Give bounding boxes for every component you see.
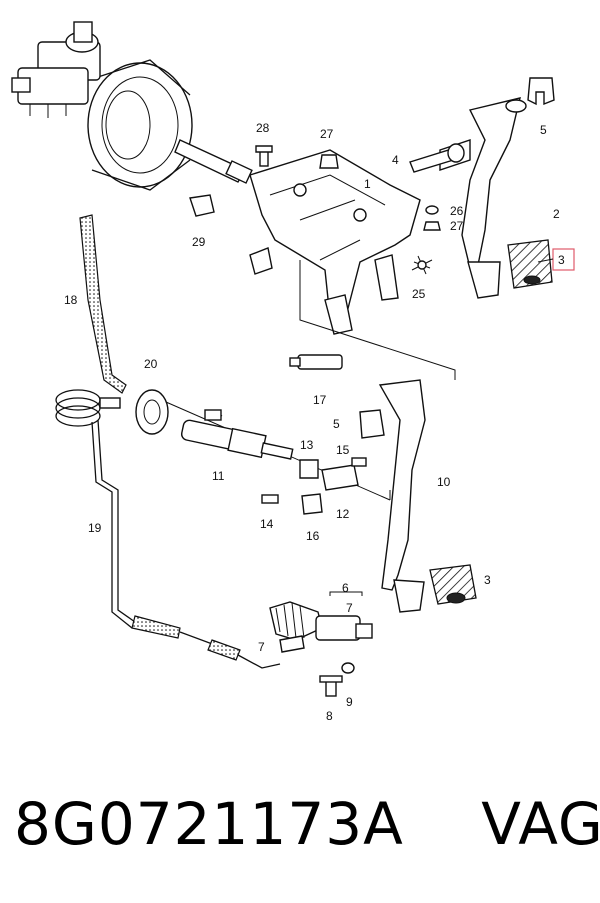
callout-14: 14 [260,517,274,531]
master-cylinder [11,21,101,118]
callout-16: 16 [306,529,320,543]
brake-pedal-pad-highlighted [507,239,553,289]
callout-13: 13 [300,438,314,452]
part-number-caption: 8G0721173A VAG [14,790,600,858]
callout-12: 12 [336,507,350,521]
callout-5: 5 [540,123,547,137]
callout-7b: 7 [258,640,265,654]
callout-17: 17 [313,393,327,407]
callout-28: 28 [256,121,270,135]
fasteners-28-27-29 [189,145,339,217]
seal-part-20 [99,389,169,435]
brake-booster [87,59,193,191]
callout-15: 15 [336,443,350,457]
callout-8: 8 [326,709,333,723]
clutch-master-cylinder-11 [180,409,294,460]
callout-1: 1 [364,177,371,191]
callout-3-highlighted: 3 [558,253,565,267]
clutch-pedal [359,379,477,613]
callout-2: 2 [553,207,560,221]
callout-19: 19 [88,521,102,535]
brake-pedal [439,97,553,299]
pedal-bracket [249,149,421,335]
pushrod-part-4 [409,143,465,173]
callout-20: 20 [144,357,158,371]
callout-labels: 1 2 3 4 5 25 26 27 28 27 29 18 20 17 5 1… [64,121,565,723]
callout-26: 26 [450,204,464,218]
part-number: 8G0721173A [14,790,404,858]
callout-10: 10 [437,475,451,489]
callout-27b: 27 [320,127,334,141]
callout-11: 11 [212,469,225,483]
line-part-19 [55,389,281,669]
callout-9: 9 [346,695,353,709]
callout-5b: 5 [333,417,340,431]
fasteners-13-15-12-14-16 [261,457,367,515]
callout-6: 6 [342,581,349,595]
callout-18: 18 [64,293,78,307]
switch-part-17 [289,354,343,370]
callout-25: 25 [412,287,426,301]
slave-cylinder [269,601,373,697]
exploded-parts-diagram: 1 2 3 4 5 25 26 27 28 27 29 18 20 17 5 1… [11,21,575,723]
callout-7a: 7 [346,601,353,615]
booster-pushrod [174,139,253,184]
callout-27a: 27 [450,219,464,233]
fasteners-26-27-25 [411,205,441,275]
callout-29: 29 [192,235,206,249]
callout-4: 4 [392,153,399,167]
clip-part-5-top [527,77,555,106]
brand-label: VAG [481,790,600,858]
callout-3b: 3 [484,573,491,587]
hose-part-18 [79,214,127,394]
